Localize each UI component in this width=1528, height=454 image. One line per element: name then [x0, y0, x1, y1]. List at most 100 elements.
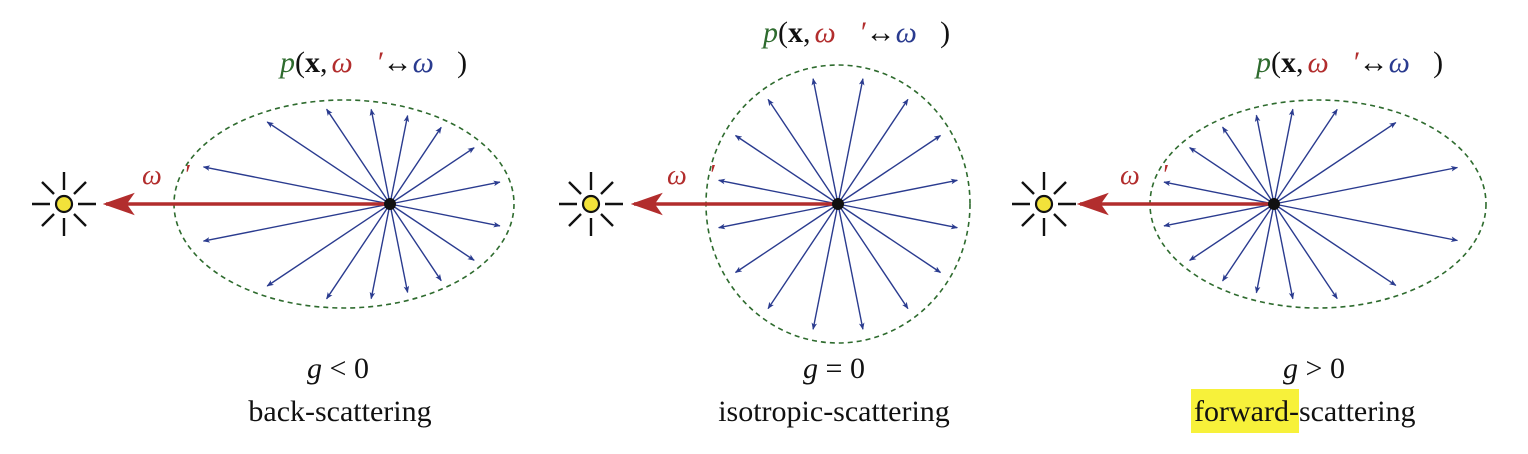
- scattered-ray: [1273, 165, 1459, 205]
- open-paren: (: [1271, 46, 1281, 79]
- g-parameter-label: g < 0: [307, 352, 369, 385]
- scattered-ray: [1273, 203, 1338, 300]
- reciprocity-arrow: ↔: [866, 16, 896, 49]
- scattered-ray: [389, 203, 475, 261]
- position-symbol: x: [305, 46, 320, 79]
- scattered-ray: [266, 121, 391, 205]
- comma: ,: [803, 16, 811, 49]
- scattered-ray: [1273, 122, 1397, 205]
- scattered-ray: [1254, 114, 1275, 205]
- scattered-ray: [266, 203, 391, 287]
- scattered-ray: [202, 203, 391, 243]
- scattered-ray: [837, 203, 942, 274]
- scattered-ray: [1273, 108, 1295, 205]
- g-parameter-label: g = 0: [803, 352, 865, 385]
- sun-icon: [559, 172, 623, 236]
- scattered-ray: [389, 203, 501, 228]
- comma: ,: [1296, 46, 1304, 79]
- scatter-point-icon: [832, 198, 844, 210]
- scattered-ray: [837, 178, 958, 205]
- phase-function-label: p(x,ω⃗′↔ω⃗): [761, 16, 950, 49]
- position-symbol: x: [788, 16, 803, 49]
- sun-icon: [1012, 172, 1076, 236]
- scattered-rays: [718, 78, 958, 330]
- scattered-ray: [837, 203, 958, 230]
- close-paren: ): [457, 46, 467, 79]
- incoming-direction-symbol: ω⃗′: [1308, 46, 1360, 79]
- close-paren: ): [940, 16, 950, 49]
- scattered-ray: [811, 203, 839, 330]
- scattered-ray: [837, 134, 942, 205]
- incoming-ray-label: ω⃗′: [1120, 160, 1169, 191]
- panel-caption: isotropic-scattering: [718, 395, 950, 428]
- panel-forward-scattering: p(x,ω⃗′↔ω⃗) ω⃗′ g > 0 forward-scattering: [1012, 46, 1487, 433]
- scattered-ray: [837, 203, 865, 330]
- g-parameter-label: g > 0: [1283, 352, 1345, 385]
- scattered-ray: [837, 203, 909, 310]
- scattered-ray: [326, 108, 391, 205]
- outgoing-direction-symbol: ω⃗: [896, 16, 941, 49]
- caption-highlight-box: [1191, 389, 1299, 433]
- scattered-ray: [1273, 203, 1295, 300]
- outgoing-direction-symbol: ω⃗: [1389, 46, 1434, 79]
- open-paren: (: [295, 46, 305, 79]
- panel-caption: back-scattering: [248, 395, 431, 428]
- close-paren: ): [1433, 46, 1443, 79]
- caption-text: -scattering: [1289, 395, 1416, 428]
- phase-function-symbol: p: [278, 46, 295, 79]
- scattered-ray: [1163, 180, 1275, 205]
- scattered-ray: [718, 178, 839, 205]
- phase-function-label: p(x,ω⃗′↔ω⃗): [1254, 46, 1443, 79]
- scattered-ray: [389, 126, 442, 205]
- caption-highlight: forward: [1194, 395, 1289, 428]
- scattered-ray: [1163, 203, 1275, 228]
- scattered-ray: [389, 114, 410, 205]
- comma: ,: [320, 46, 328, 79]
- reciprocity-arrow: ↔: [383, 46, 413, 79]
- scattered-ray: [202, 165, 391, 205]
- incoming-ray-label: ω⃗′: [142, 160, 191, 191]
- scattered-ray: [326, 203, 391, 300]
- scattered-rays: [1163, 108, 1459, 300]
- scattered-ray: [837, 98, 909, 205]
- phase-function-label: p(x,ω⃗′↔ω⃗): [278, 46, 467, 79]
- phase-function-symbol: p: [1254, 46, 1271, 79]
- scattered-rays: [202, 108, 501, 300]
- phase-function-symbol: p: [761, 16, 778, 49]
- scattered-ray: [1273, 203, 1459, 243]
- panel-caption: forward-scattering: [1194, 395, 1416, 428]
- scattered-ray: [1273, 108, 1338, 205]
- scattered-ray: [1189, 203, 1275, 261]
- scattered-ray: [369, 108, 391, 205]
- open-paren: (: [778, 16, 788, 49]
- scattered-ray: [389, 203, 442, 282]
- scattered-ray: [767, 203, 839, 310]
- scattered-ray: [734, 203, 839, 274]
- caption-text: back-scattering: [248, 395, 431, 428]
- scattered-ray: [389, 147, 475, 205]
- scattered-ray: [811, 78, 839, 205]
- outgoing-direction-symbol: ω⃗: [413, 46, 458, 79]
- scattered-ray: [734, 134, 839, 205]
- sun-icon: [32, 172, 96, 236]
- scattered-ray: [767, 98, 839, 205]
- panel-back-scattering: p(x,ω⃗′↔ω⃗) ω⃗′ g < 0 back-scattering: [32, 46, 515, 428]
- caption-text: isotropic-scattering: [718, 395, 950, 428]
- position-symbol: x: [1281, 46, 1296, 79]
- incoming-direction-symbol: ω⃗′: [332, 46, 384, 79]
- scattered-ray: [1273, 203, 1397, 286]
- scattered-ray: [369, 203, 391, 300]
- incoming-direction-symbol: ω⃗′: [815, 16, 867, 49]
- scattered-ray: [1189, 147, 1275, 205]
- reciprocity-arrow: ↔: [1359, 46, 1389, 79]
- scatter-point-icon: [384, 198, 396, 210]
- scattered-ray: [1222, 126, 1275, 205]
- scattered-ray: [1254, 203, 1275, 294]
- incoming-ray-label: ω⃗′: [667, 160, 716, 191]
- panel-isotropic-scattering: p(x,ω⃗′↔ω⃗) ω⃗′ g = 0 isotropic-scatteri…: [559, 16, 971, 428]
- scattered-ray: [837, 78, 865, 205]
- scattered-ray: [1222, 203, 1275, 282]
- scattered-ray: [718, 203, 839, 230]
